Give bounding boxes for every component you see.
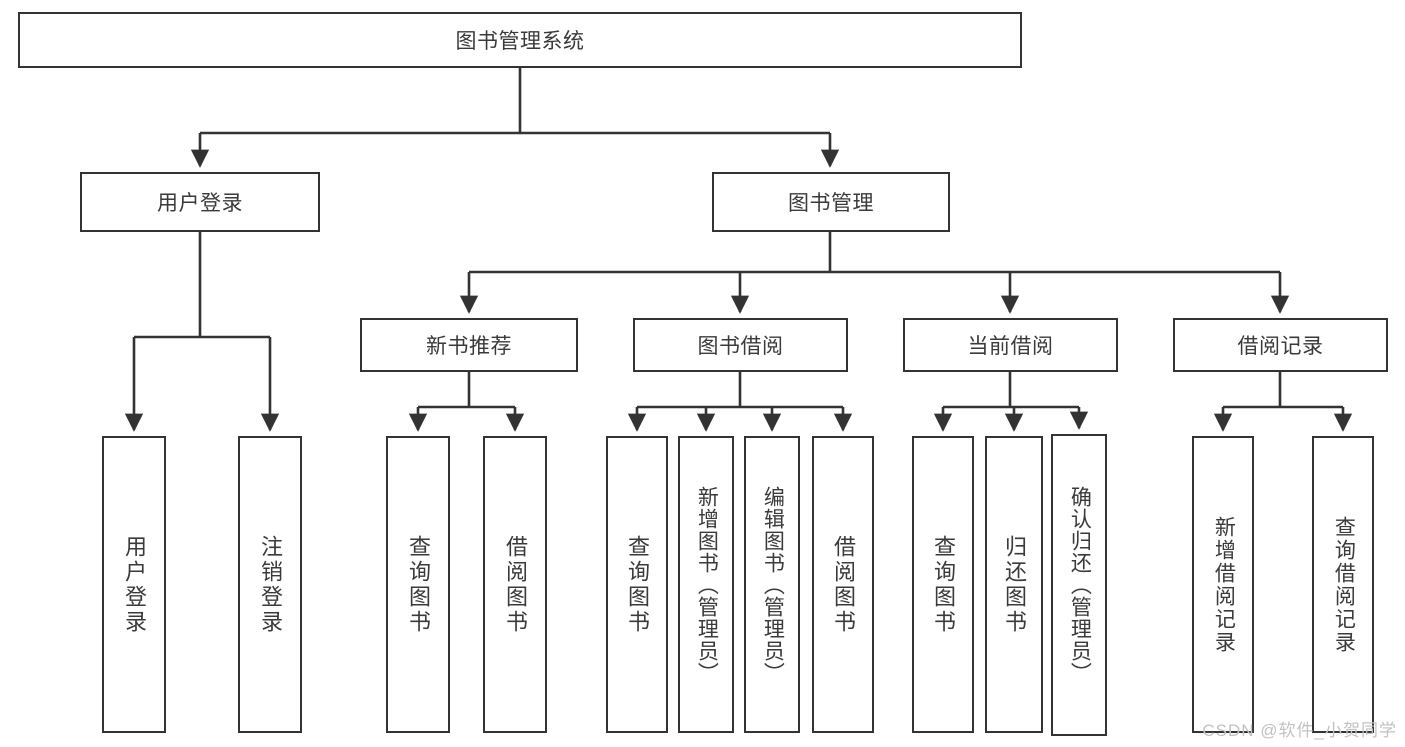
node-leaf-query-book-1-label: 查询图书 <box>405 534 431 635</box>
node-leaf-edit-book-admin[interactable]: 编辑图书（管理员） <box>744 436 800 733</box>
node-new-book-recommend-label: 新书推荐 <box>426 335 512 358</box>
node-book-borrow-label: 图书借阅 <box>697 335 784 358</box>
node-leaf-add-book-admin-label: 新增图书（管理员） <box>695 485 719 684</box>
node-leaf-return-book-label: 归还图书 <box>1001 534 1027 635</box>
node-leaf-query-book-3[interactable]: 查询图书 <box>912 436 974 733</box>
node-borrow-record-label: 借阅记录 <box>1237 335 1324 358</box>
node-leaf-borrow-book-2[interactable]: 借阅图书 <box>812 436 874 733</box>
node-book-manage-label: 图书管理 <box>788 192 874 215</box>
node-leaf-borrow-book-2-label: 借阅图书 <box>830 534 856 635</box>
node-leaf-return-book[interactable]: 归还图书 <box>985 436 1043 733</box>
node-leaf-user-login[interactable]: 用户登录 <box>102 436 166 733</box>
node-leaf-query-book-1[interactable]: 查询图书 <box>386 436 450 733</box>
node-root-label: 图书管理系统 <box>455 30 585 53</box>
node-leaf-query-book-3-label: 查询图书 <box>930 534 956 635</box>
csdn-watermark: CSDN @软件_小贺同学 <box>1202 721 1397 740</box>
node-book-manage[interactable]: 图书管理 <box>712 172 950 232</box>
node-leaf-add-borrow-record[interactable]: 新增借阅记录 <box>1192 436 1254 733</box>
node-user-login-label: 用户登录 <box>157 192 243 215</box>
node-user-login[interactable]: 用户登录 <box>80 172 320 232</box>
node-new-book-recommend[interactable]: 新书推荐 <box>360 318 578 372</box>
node-leaf-add-borrow-record-label: 新增借阅记录 <box>1212 515 1236 654</box>
node-leaf-borrow-book-1-label: 借阅图书 <box>502 534 528 635</box>
node-leaf-confirm-return-admin-label: 确认归还（管理员） <box>1068 486 1092 684</box>
node-leaf-query-book-2[interactable]: 查询图书 <box>606 436 668 733</box>
node-leaf-query-borrow-record-label: 查询借阅记录 <box>1332 515 1356 654</box>
node-current-borrow-label: 当前借阅 <box>967 335 1054 358</box>
node-borrow-record[interactable]: 借阅记录 <box>1173 318 1388 372</box>
node-root[interactable]: 图书管理系统 <box>18 12 1022 68</box>
node-leaf-logout-login[interactable]: 注销登录 <box>238 436 302 733</box>
node-leaf-user-login-label: 用户登录 <box>121 534 147 635</box>
node-leaf-logout-login-label: 注销登录 <box>257 534 283 635</box>
node-current-borrow[interactable]: 当前借阅 <box>903 318 1118 372</box>
node-leaf-borrow-book-1[interactable]: 借阅图书 <box>483 436 547 733</box>
node-leaf-confirm-return-admin[interactable]: 确认归还（管理员） <box>1051 434 1107 736</box>
node-book-borrow[interactable]: 图书借阅 <box>633 318 848 372</box>
node-leaf-query-book-2-label: 查询图书 <box>624 534 650 635</box>
node-leaf-add-book-admin[interactable]: 新增图书（管理员） <box>678 436 734 733</box>
node-leaf-edit-book-admin-label: 编辑图书（管理员） <box>761 485 785 684</box>
node-leaf-query-borrow-record[interactable]: 查询借阅记录 <box>1312 436 1374 733</box>
